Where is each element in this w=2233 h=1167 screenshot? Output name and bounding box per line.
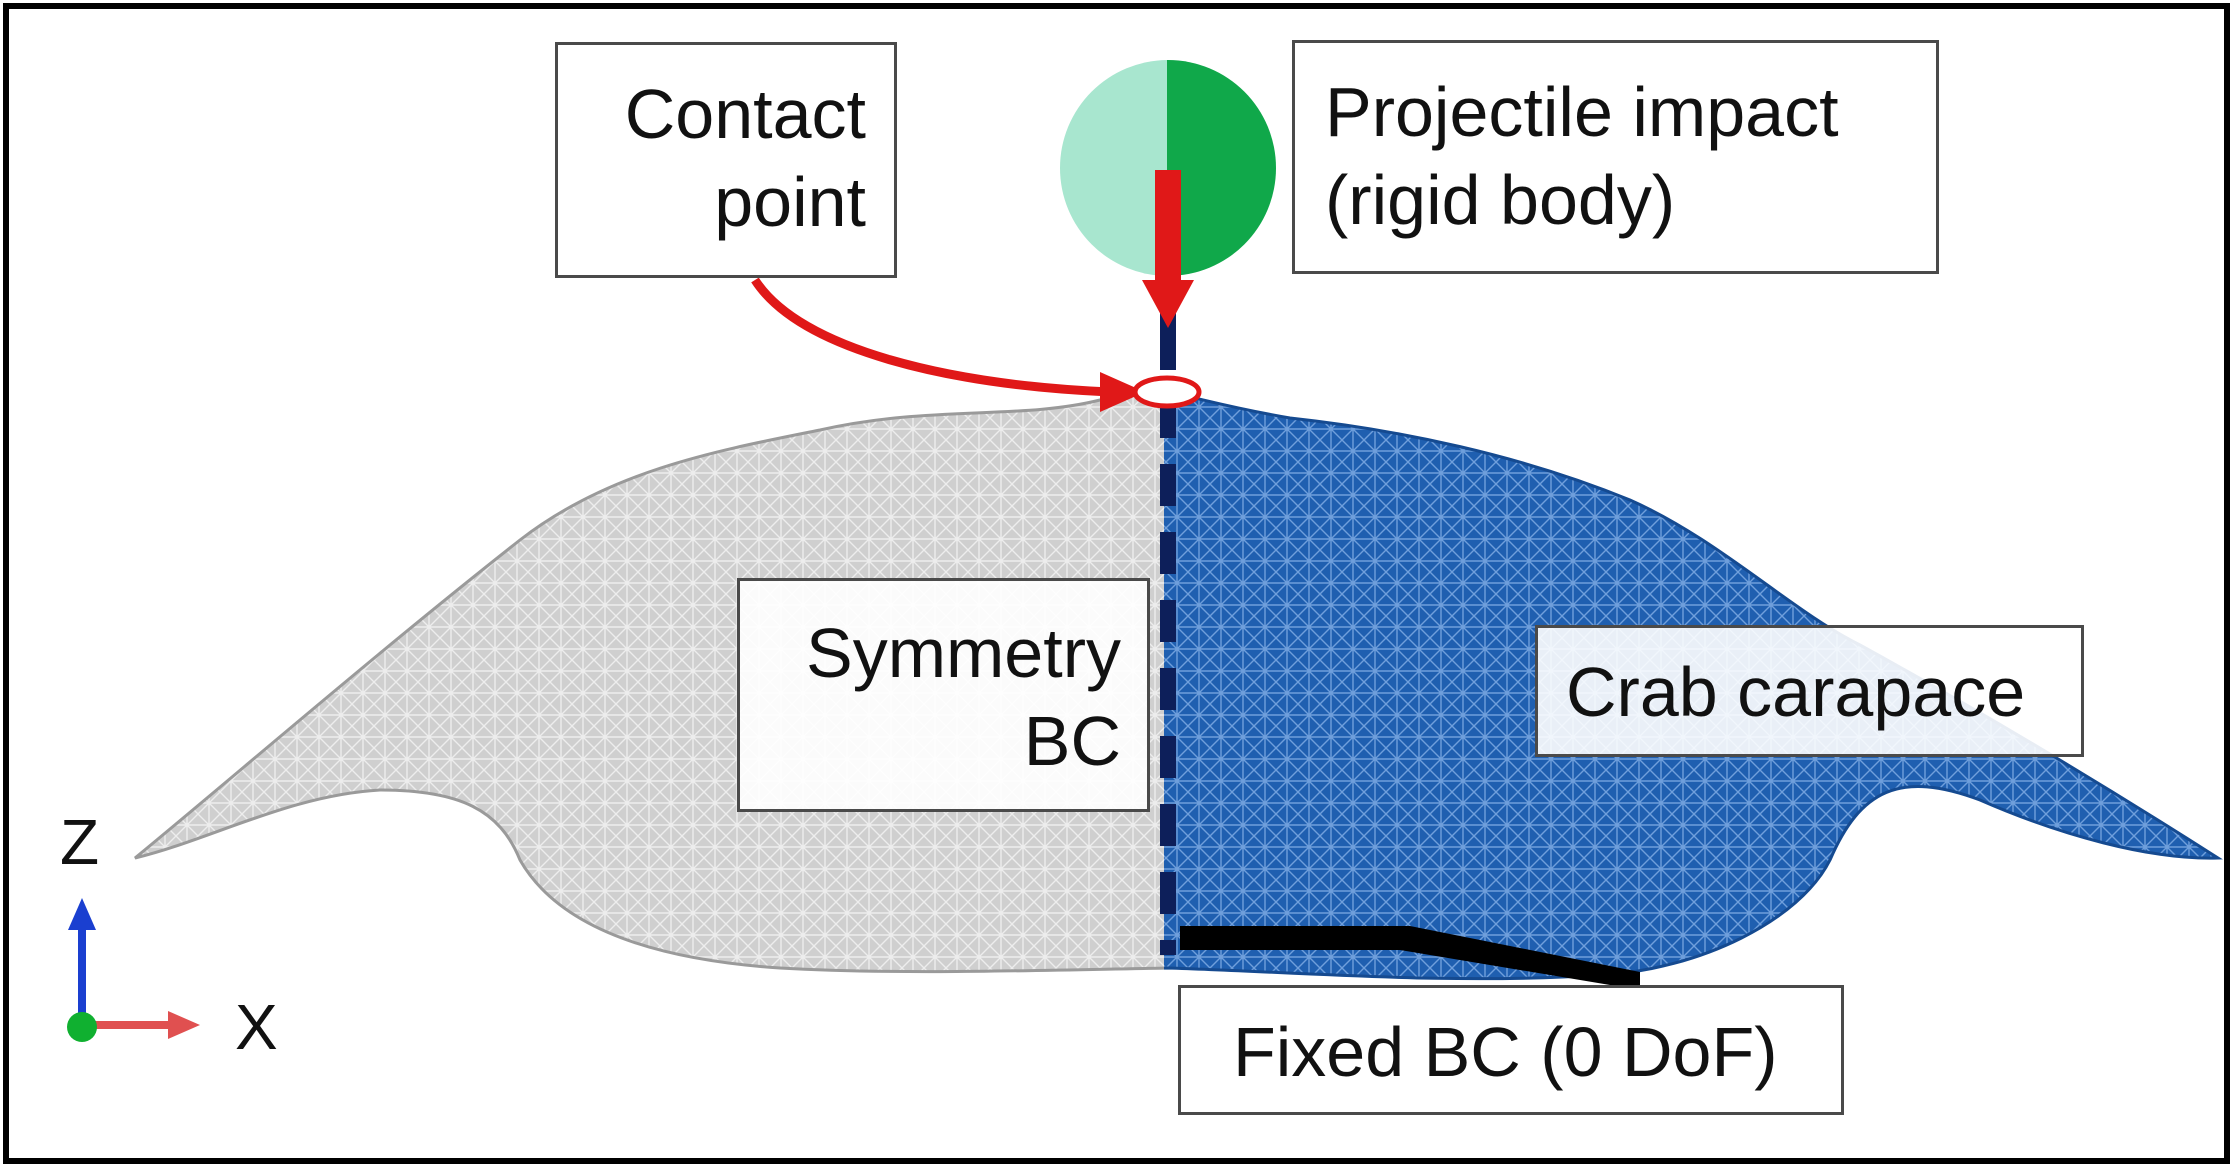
crab-carapace-label: Crab carapace xyxy=(1535,625,2084,757)
projectile xyxy=(1060,60,1276,276)
z-axis-arrowhead xyxy=(68,898,96,930)
coordinate-axes xyxy=(67,898,200,1042)
projectile-label: Projectile impact (rigid body) xyxy=(1292,40,1939,274)
contact-point-label-line2: point xyxy=(714,163,866,241)
contact-arrow-head xyxy=(1100,372,1145,412)
carapace-gray-half xyxy=(134,391,1164,974)
symmetry-bc-label: Symmetry BC xyxy=(737,578,1150,812)
fixed-bc-label-text: Fixed BC (0 DoF) xyxy=(1233,1013,1778,1091)
axis-origin xyxy=(67,1012,97,1042)
symmetry-bc-label-line1: Symmetry xyxy=(806,614,1121,692)
figure-frame xyxy=(3,3,2230,1164)
fixed-bc-label: Fixed BC (0 DoF) xyxy=(1178,985,1844,1115)
projectile-light-half xyxy=(1060,60,1167,276)
fixed-bc-bar xyxy=(1180,926,1640,990)
x-axis-arrowhead xyxy=(168,1011,200,1039)
contact-point-label-line1: Contact xyxy=(624,75,866,153)
x-axis-label: X xyxy=(235,991,278,1063)
z-axis-label: Z xyxy=(60,806,100,878)
projectile-label-line2: (rigid body) xyxy=(1325,161,1676,239)
contact-point-marker xyxy=(1132,375,1202,409)
symmetry-bc-label-line2: BC xyxy=(1023,702,1121,780)
impact-arrow xyxy=(1142,170,1194,328)
contact-arrow-curve xyxy=(751,277,1111,397)
crab-carapace-label-text: Crab carapace xyxy=(1566,653,2026,731)
projectile-dark-half xyxy=(1167,60,1276,276)
projectile-label-line1: Projectile impact xyxy=(1325,73,1839,151)
contact-point-label: Contact point xyxy=(555,42,897,278)
